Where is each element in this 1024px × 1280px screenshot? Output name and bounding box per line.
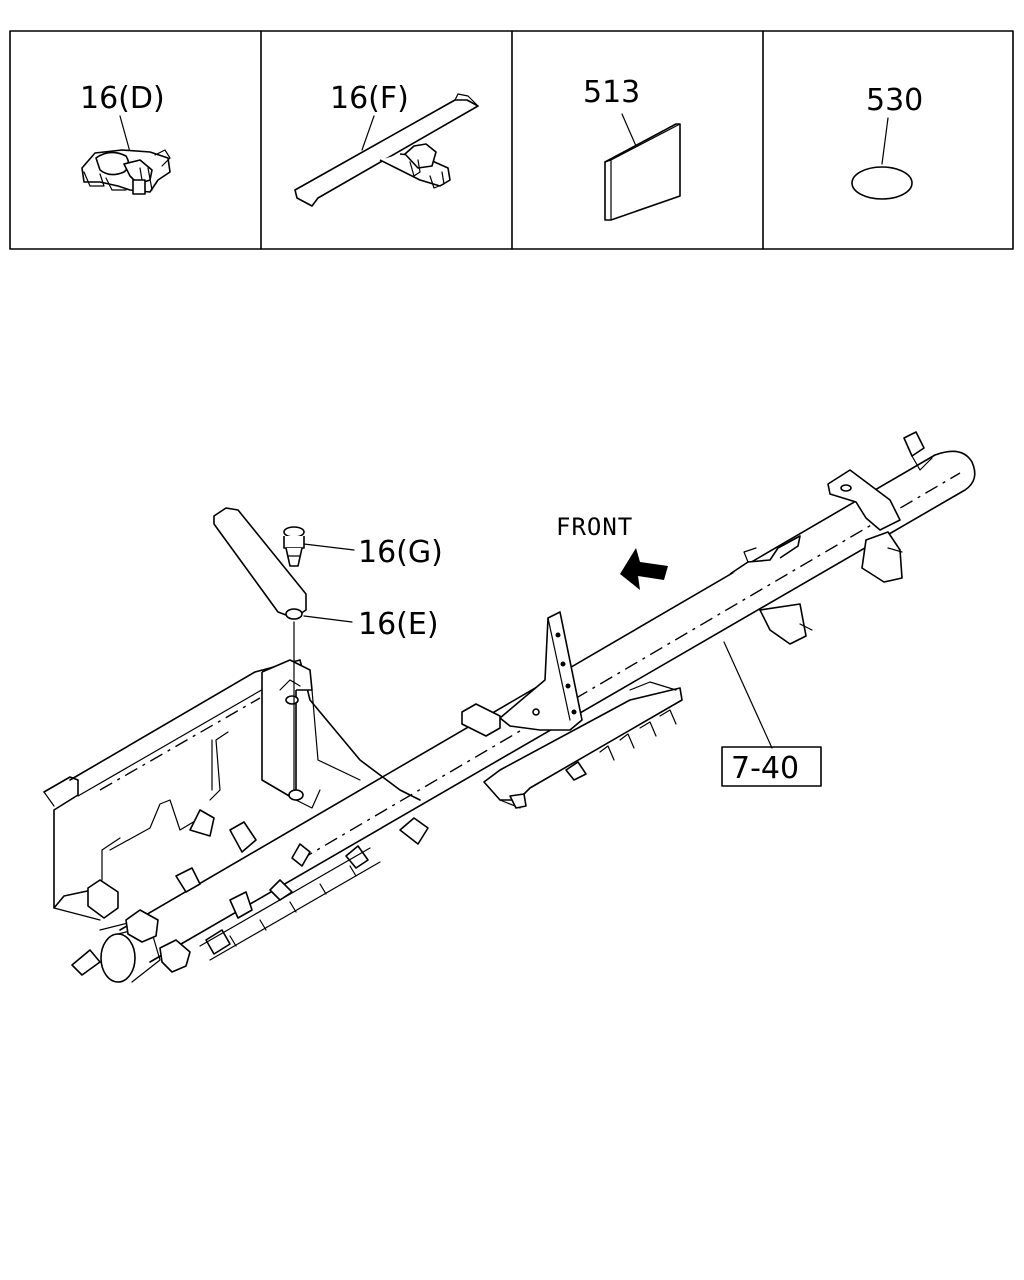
part-label-16d: 16(D) [80,81,165,116]
leader-line [621,113,637,147]
strap-16e-icon [213,507,307,791]
part-label-513: 513 [583,75,640,110]
leader-line [723,641,773,749]
leader-line [303,615,353,623]
callout-box [721,746,822,787]
legend-cell-530[interactable]: 530 [851,83,923,200]
part-label-16f: 16(F) [330,81,409,116]
front-indicator: FRONT [556,513,668,590]
legend-table: 16(D) 16(F) [9,30,1014,250]
lower-tabs [87,809,429,973]
gusset-bracket [461,611,583,737]
pad-513-icon [604,123,681,221]
leader-line [119,115,131,153]
callout-7-40: 7-40 [731,751,799,786]
leader-line [303,543,355,551]
bracket-16f-icon [294,93,479,207]
callout-box-7-40[interactable]: 7-40 [721,746,822,787]
right-rail [483,681,683,809]
right-brackets [729,431,933,645]
part-label-530: 530 [866,83,923,118]
front-label: FRONT [556,513,633,541]
leader-line [881,117,889,165]
push-clip-16g-icon [283,526,305,567]
front-arrow-icon [620,548,668,590]
lower-rail [199,847,381,961]
disc-530-icon [851,166,913,200]
post-bracket [261,659,361,809]
callout-16g[interactable]: 16(G) [358,535,443,570]
cross-beam-assembly [43,431,976,983]
legend-cell-16f[interactable]: 16(F) [294,81,479,207]
callout-16e[interactable]: 16(E) [358,607,439,642]
leader-line [361,115,375,151]
legend-cell-16d[interactable]: 16(D) [80,81,171,195]
clip-16d-icon [81,149,171,195]
legend-cell-513[interactable]: 513 [583,75,681,221]
